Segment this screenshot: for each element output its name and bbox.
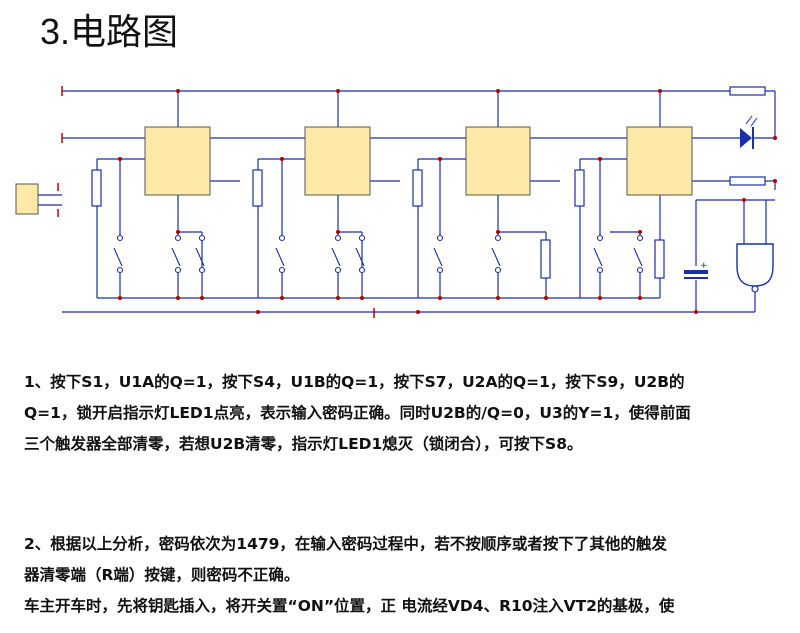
resistor-r2 <box>252 169 263 207</box>
resistor-r1 <box>91 169 102 207</box>
wiring <box>38 90 776 313</box>
chip-u1b <box>304 126 371 196</box>
section-heading: 3.电路图 <box>40 8 178 57</box>
chip-u2b <box>626 126 693 196</box>
resistor-out <box>729 176 766 186</box>
resistor-led <box>729 86 766 96</box>
paragraph-line: 1、按下S1，U1A的Q=1，按下S4，U1B的Q=1，按下S7，U2A的Q=1… <box>24 373 685 391</box>
resistor-r5 <box>540 239 551 279</box>
flip-flop-chips <box>144 126 693 196</box>
section-title: 电路图 <box>70 12 179 53</box>
section-number: 3. <box>40 11 71 52</box>
paragraph-line: 三个触发器全部清零，若想U2B清零，指示灯LED1熄灭（锁闭合），可按下S8。 <box>24 435 583 453</box>
capacitor: + <box>684 261 708 279</box>
key-switch <box>15 183 39 215</box>
resistor-r3 <box>412 169 423 207</box>
rail-terminals <box>57 86 375 318</box>
paragraph-line: 器清零端（R端）按键，则密码不正确。 <box>24 566 300 584</box>
svg-text:+: + <box>700 261 708 271</box>
chip-u1a <box>144 126 211 196</box>
push-switches <box>113 234 644 274</box>
chip-u2a <box>465 126 531 196</box>
paragraph-circuit-explanation: 1、按下S1，U1A的Q=1，按下S4，U1B的Q=1，按下S7，U2A的Q=1… <box>24 367 794 460</box>
junctions <box>118 89 777 314</box>
resistor-r4 <box>574 169 585 207</box>
resistors <box>91 86 766 279</box>
paragraph-password-analysis: 2、根据以上分析，密码依次为1479，在输入密码过程中，若不按顺序或者按下了其他… <box>24 529 794 622</box>
nand-gate <box>736 243 774 293</box>
circuit-diagram: + <box>15 86 777 318</box>
paragraph-line: Q=1，锁开启指示灯LED1点亮，表示输入密码正确。同时U2B的/Q=0，U3的… <box>24 404 691 422</box>
paragraph-line: 2、根据以上分析，密码依次为1479，在输入密码过程中，若不按顺序或者按下了其他… <box>24 535 667 553</box>
paragraph-line: 车主开车时，先将钥匙插入，将开关置“ON”位置，正 电流经VD4、R10注入VT… <box>24 597 675 615</box>
led-indicator <box>740 115 775 149</box>
resistor-r6 <box>654 239 665 279</box>
